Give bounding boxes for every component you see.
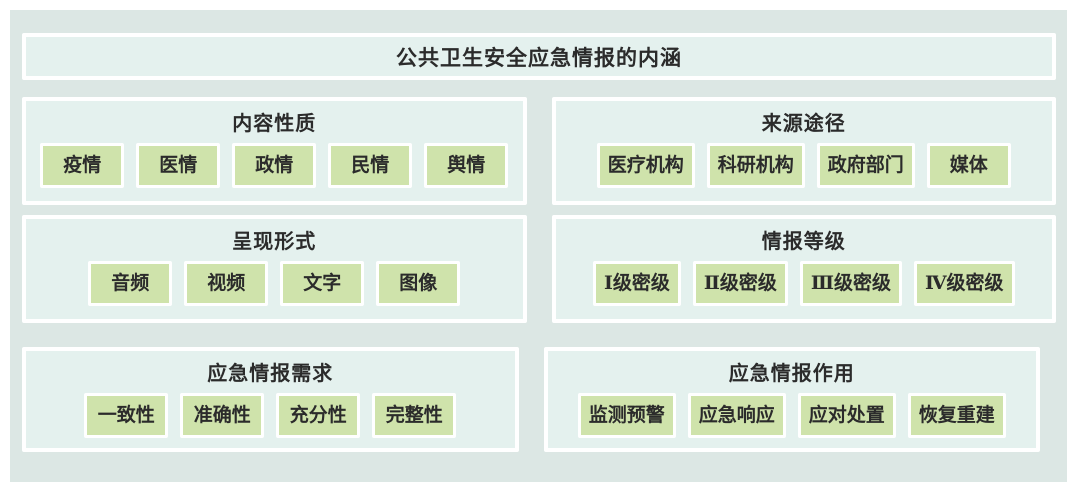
chip: 科研机构 <box>706 143 805 188</box>
chip: 音频 <box>88 261 173 306</box>
chip: Ⅱ级密级 <box>692 261 788 306</box>
section-title: 应急情报需求 <box>207 361 334 385</box>
diagram-title: 公共卫生安全应急情报的内涵 <box>396 44 682 70</box>
chip: 媒体 <box>926 143 1011 188</box>
chip-row: 一致性 准确性 充分性 完整性 <box>26 393 515 438</box>
section-presentation-forms: 呈现形式 音频 视频 文字 图像 <box>22 215 527 323</box>
section-source-channels: 来源途径 医疗机构 科研机构 政府部门 媒体 <box>551 97 1056 205</box>
row-1: 内容性质 疫情 医情 政情 民情 舆情 来源途径 医疗机构 科研机构 政府部门 … <box>22 97 1056 205</box>
chip: 完整性 <box>372 393 457 438</box>
chip: 政府部门 <box>816 143 915 188</box>
section-title: 情报等级 <box>761 229 846 253</box>
row-3: 应急情报需求 一致性 准确性 充分性 完整性 应急情报作用 监测预警 应急响应 … <box>22 347 1056 452</box>
chip: 监测预警 <box>577 393 676 438</box>
chip: 一致性 <box>84 393 169 438</box>
section-intelligence-levels: 情报等级 Ⅰ级密级 Ⅱ级密级 Ⅲ级密级 Ⅳ级密级 <box>551 215 1056 323</box>
chip: 文字 <box>280 261 365 306</box>
chip: Ⅰ级密级 <box>592 261 681 306</box>
chip: 应对处置 <box>797 393 896 438</box>
section-title: 应急情报作用 <box>728 361 855 385</box>
section-emergency-intelligence-needs: 应急情报需求 一致性 准确性 充分性 完整性 <box>22 347 519 452</box>
chip: Ⅲ级密级 <box>799 261 902 306</box>
chip-row: 音频 视频 文字 图像 <box>26 261 523 306</box>
chip: 政情 <box>232 143 317 188</box>
chip-row: Ⅰ级密级 Ⅱ级密级 Ⅲ级密级 Ⅳ级密级 <box>556 261 1053 306</box>
section-title: 来源途径 <box>761 111 846 135</box>
chip: 疫情 <box>40 143 125 188</box>
chip: 视频 <box>184 261 269 306</box>
chip: 应急响应 <box>687 393 786 438</box>
chip: 民情 <box>328 143 413 188</box>
diagram-board: 公共卫生安全应急情报的内涵 内容性质 疫情 医情 政情 民情 舆情 来源途径 医… <box>10 10 1067 482</box>
chip-row: 医疗机构 科研机构 政府部门 媒体 <box>556 143 1053 188</box>
section-title: 内容性质 <box>232 111 317 135</box>
title-panel: 公共卫生安全应急情报的内涵 <box>22 33 1056 80</box>
chip: 医疗机构 <box>596 143 695 188</box>
chip-row: 监测预警 应急响应 应对处置 恢复重建 <box>548 393 1037 438</box>
section-content-nature: 内容性质 疫情 医情 政情 民情 舆情 <box>22 97 527 205</box>
sections-grid: 内容性质 疫情 医情 政情 民情 舆情 来源途径 医疗机构 科研机构 政府部门 … <box>22 97 1056 452</box>
chip: 舆情 <box>424 143 509 188</box>
chip: 准确性 <box>180 393 265 438</box>
chip: 恢复重建 <box>907 393 1006 438</box>
row-2: 呈现形式 音频 视频 文字 图像 情报等级 Ⅰ级密级 Ⅱ级密级 Ⅲ级密级 Ⅳ级密… <box>22 215 1056 323</box>
section-emergency-intelligence-roles: 应急情报作用 监测预警 应急响应 应对处置 恢复重建 <box>543 347 1040 452</box>
chip-row: 疫情 医情 政情 民情 舆情 <box>26 143 523 188</box>
section-title: 呈现形式 <box>232 229 317 253</box>
chip: 充分性 <box>276 393 361 438</box>
chip: 医情 <box>136 143 221 188</box>
chip: 图像 <box>376 261 461 306</box>
chip: Ⅳ级密级 <box>913 261 1015 306</box>
